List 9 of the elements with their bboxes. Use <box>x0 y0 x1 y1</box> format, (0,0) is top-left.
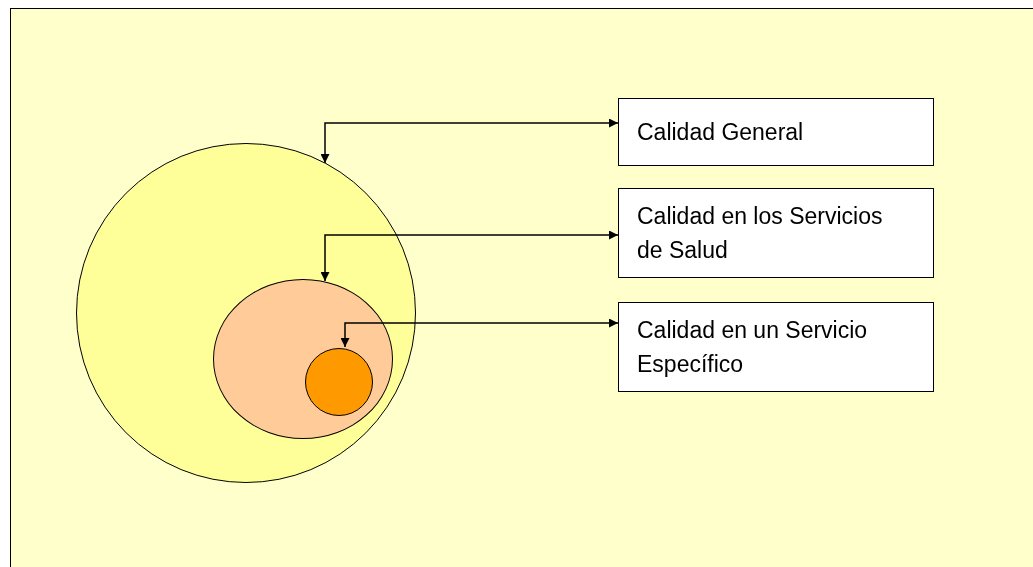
box-label: Calidad General <box>637 118 804 147</box>
text-box <box>618 302 934 392</box>
box-label: Calidad en un Servicio Específico <box>637 316 869 379</box>
arrow <box>340 318 619 348</box>
text-box <box>618 188 934 278</box>
arrow <box>320 230 619 282</box>
text-box <box>618 98 934 166</box>
arrow <box>320 118 619 164</box>
box-label: Calidad en los Servicios de Salud <box>637 202 884 265</box>
